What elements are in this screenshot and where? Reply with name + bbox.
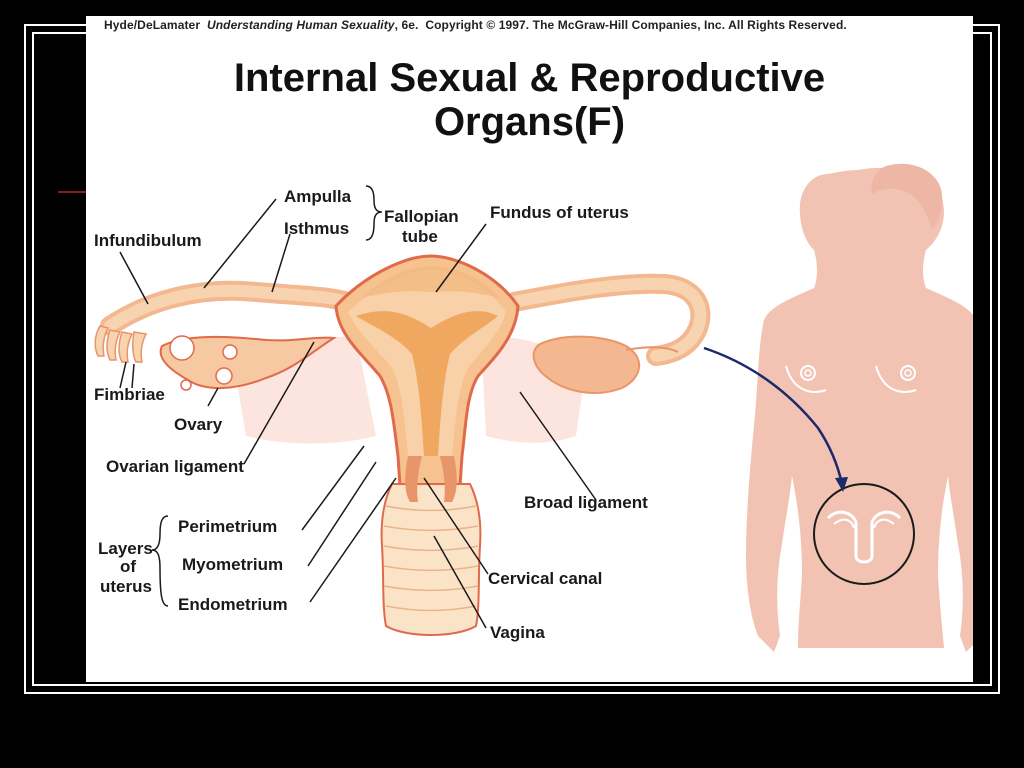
label-fundus: Fundus of uterus xyxy=(490,203,629,222)
credit-edition: , 6e. xyxy=(394,18,419,32)
label-myometrium: Myometrium xyxy=(182,555,283,574)
layers-brace xyxy=(151,515,169,607)
label-layers-uterus: uterus xyxy=(100,577,152,596)
label-ovary: Ovary xyxy=(174,415,223,434)
label-perimetrium: Perimetrium xyxy=(178,517,277,536)
label-ampulla: Ampulla xyxy=(284,187,352,206)
credit-book: Understanding Human Sexuality xyxy=(206,18,395,32)
label-tube: tube xyxy=(402,227,438,246)
pointer-arrow xyxy=(703,346,844,485)
fallopian-brace xyxy=(365,185,383,241)
accent-line xyxy=(58,191,92,193)
vaginal-rugae xyxy=(383,505,479,612)
vagina xyxy=(380,483,482,636)
credit-copyright: Copyright © 1997. The McGraw-Hill Compan… xyxy=(425,18,847,32)
label-infundibulum: Infundibulum xyxy=(94,231,202,250)
reproductive-diagram: Ampulla Isthmus Fallopian tube Fundus of… xyxy=(94,163,973,652)
uterine-cavity xyxy=(356,311,498,456)
label-isthmus: Isthmus xyxy=(284,219,349,238)
figure-card: Hyde/DeLamater Understanding Human Sexua… xyxy=(86,16,973,682)
label-vagina: Vagina xyxy=(490,623,545,642)
page-title: Internal Sexual & Reproductive Organs(F) xyxy=(86,56,973,144)
credit-authors: Hyde/DeLamater xyxy=(104,18,201,32)
leader-lines xyxy=(119,198,597,629)
label-layers-of: of xyxy=(120,557,136,576)
title-line-2: Organs(F) xyxy=(433,100,626,144)
label-ovarian-ligament: Ovarian ligament xyxy=(106,457,244,476)
label-fallopian: Fallopian xyxy=(384,207,459,226)
label-broad-ligament: Broad ligament xyxy=(524,493,648,512)
right-ovary xyxy=(532,335,641,394)
arrow-head-icon xyxy=(835,477,848,492)
label-layers: Layers xyxy=(98,539,153,558)
copyright-credit: Hyde/DeLamater Understanding Human Sexua… xyxy=(104,18,847,32)
ovum-icon xyxy=(180,379,192,391)
fimbriae-left xyxy=(94,325,148,363)
label-endometrium: Endometrium xyxy=(178,595,288,614)
inset-circle xyxy=(813,483,915,585)
label-fimbriae: Fimbriae xyxy=(94,385,165,404)
label-cervical-canal: Cervical canal xyxy=(488,569,602,588)
body-silhouette xyxy=(746,163,973,652)
title-line-1: Internal Sexual & Reproductive xyxy=(233,56,826,100)
